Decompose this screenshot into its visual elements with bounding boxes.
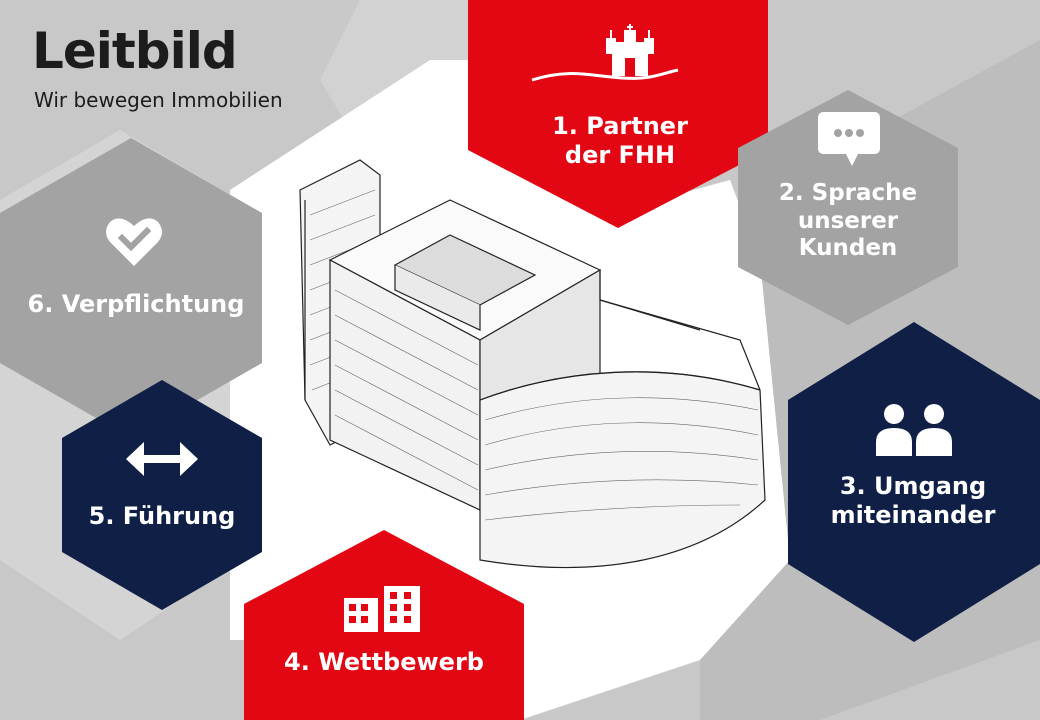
hexagon-1-label: 1. Partner der FHH — [500, 112, 740, 170]
hexagon-1-partner — [468, 0, 768, 228]
hexagon-2-sprache — [738, 90, 958, 325]
hexagon-6-verpflichtung — [0, 138, 262, 438]
hexagon-2-line3: Kunden — [798, 235, 898, 262]
hexagon-3-line2: miteinander — [830, 500, 996, 529]
page-title: Leitbild — [32, 22, 238, 80]
hexagon-6-label: 6. Verpflichtung — [10, 290, 262, 319]
people-icon — [876, 404, 952, 456]
building-sketch — [299, 159, 766, 569]
hexagon-5-label: 5. Führung — [62, 502, 262, 531]
speech-bubble-icon — [818, 112, 880, 166]
hexagon-4-label: 4. Wettbewerb — [264, 648, 504, 677]
hexagon-4-line1: 4. Wettbewerb — [284, 648, 484, 676]
hexagon-5-fuehrung — [62, 380, 262, 610]
hexagon-2-line1: 2. Sprache — [778, 180, 918, 206]
page-subtitle: Wir bewegen Immobilien — [34, 88, 283, 112]
hexagon-1-line2: der FHH — [564, 140, 676, 169]
hexagon-5-line1: 5. Führung — [88, 502, 236, 530]
hexagon-2-line2: unserer — [797, 207, 899, 234]
hexagon-3-umgang — [788, 322, 1040, 642]
double-arrow-icon — [126, 442, 198, 476]
hexagon-3-line1: 3. Umgang — [839, 472, 987, 500]
hexagon-3-label: 3. Umgang miteinander — [800, 472, 1026, 530]
heart-check-icon — [106, 218, 162, 266]
hexagon-6-line1: 6. Verpflichtung — [27, 290, 245, 318]
buildings-icon — [344, 586, 420, 632]
hexagon-1-line1: 1. Partner — [552, 112, 688, 140]
hamburg-castle-icon — [531, 24, 679, 82]
hexagon-2-label: 2. Sprache unserer Kunden — [748, 180, 948, 263]
